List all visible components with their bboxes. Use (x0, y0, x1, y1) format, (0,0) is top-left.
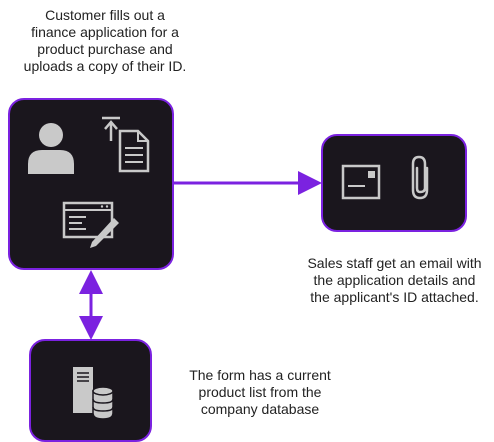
database-caption: The form has a current product list from… (189, 367, 331, 417)
upload-document-icon (102, 116, 150, 173)
sales-caption: Sales staff get an email with the applic… (307, 255, 482, 305)
form-edit-icon (62, 201, 119, 248)
customer-box (8, 98, 174, 270)
database-box (29, 339, 152, 442)
server-database-icon (73, 367, 114, 420)
customer-caption: Customer fills out a finance application… (23, 7, 187, 74)
paperclip-icon (411, 155, 429, 200)
sales-box (321, 134, 467, 232)
user-icon (28, 123, 74, 174)
envelope-icon (341, 164, 381, 200)
